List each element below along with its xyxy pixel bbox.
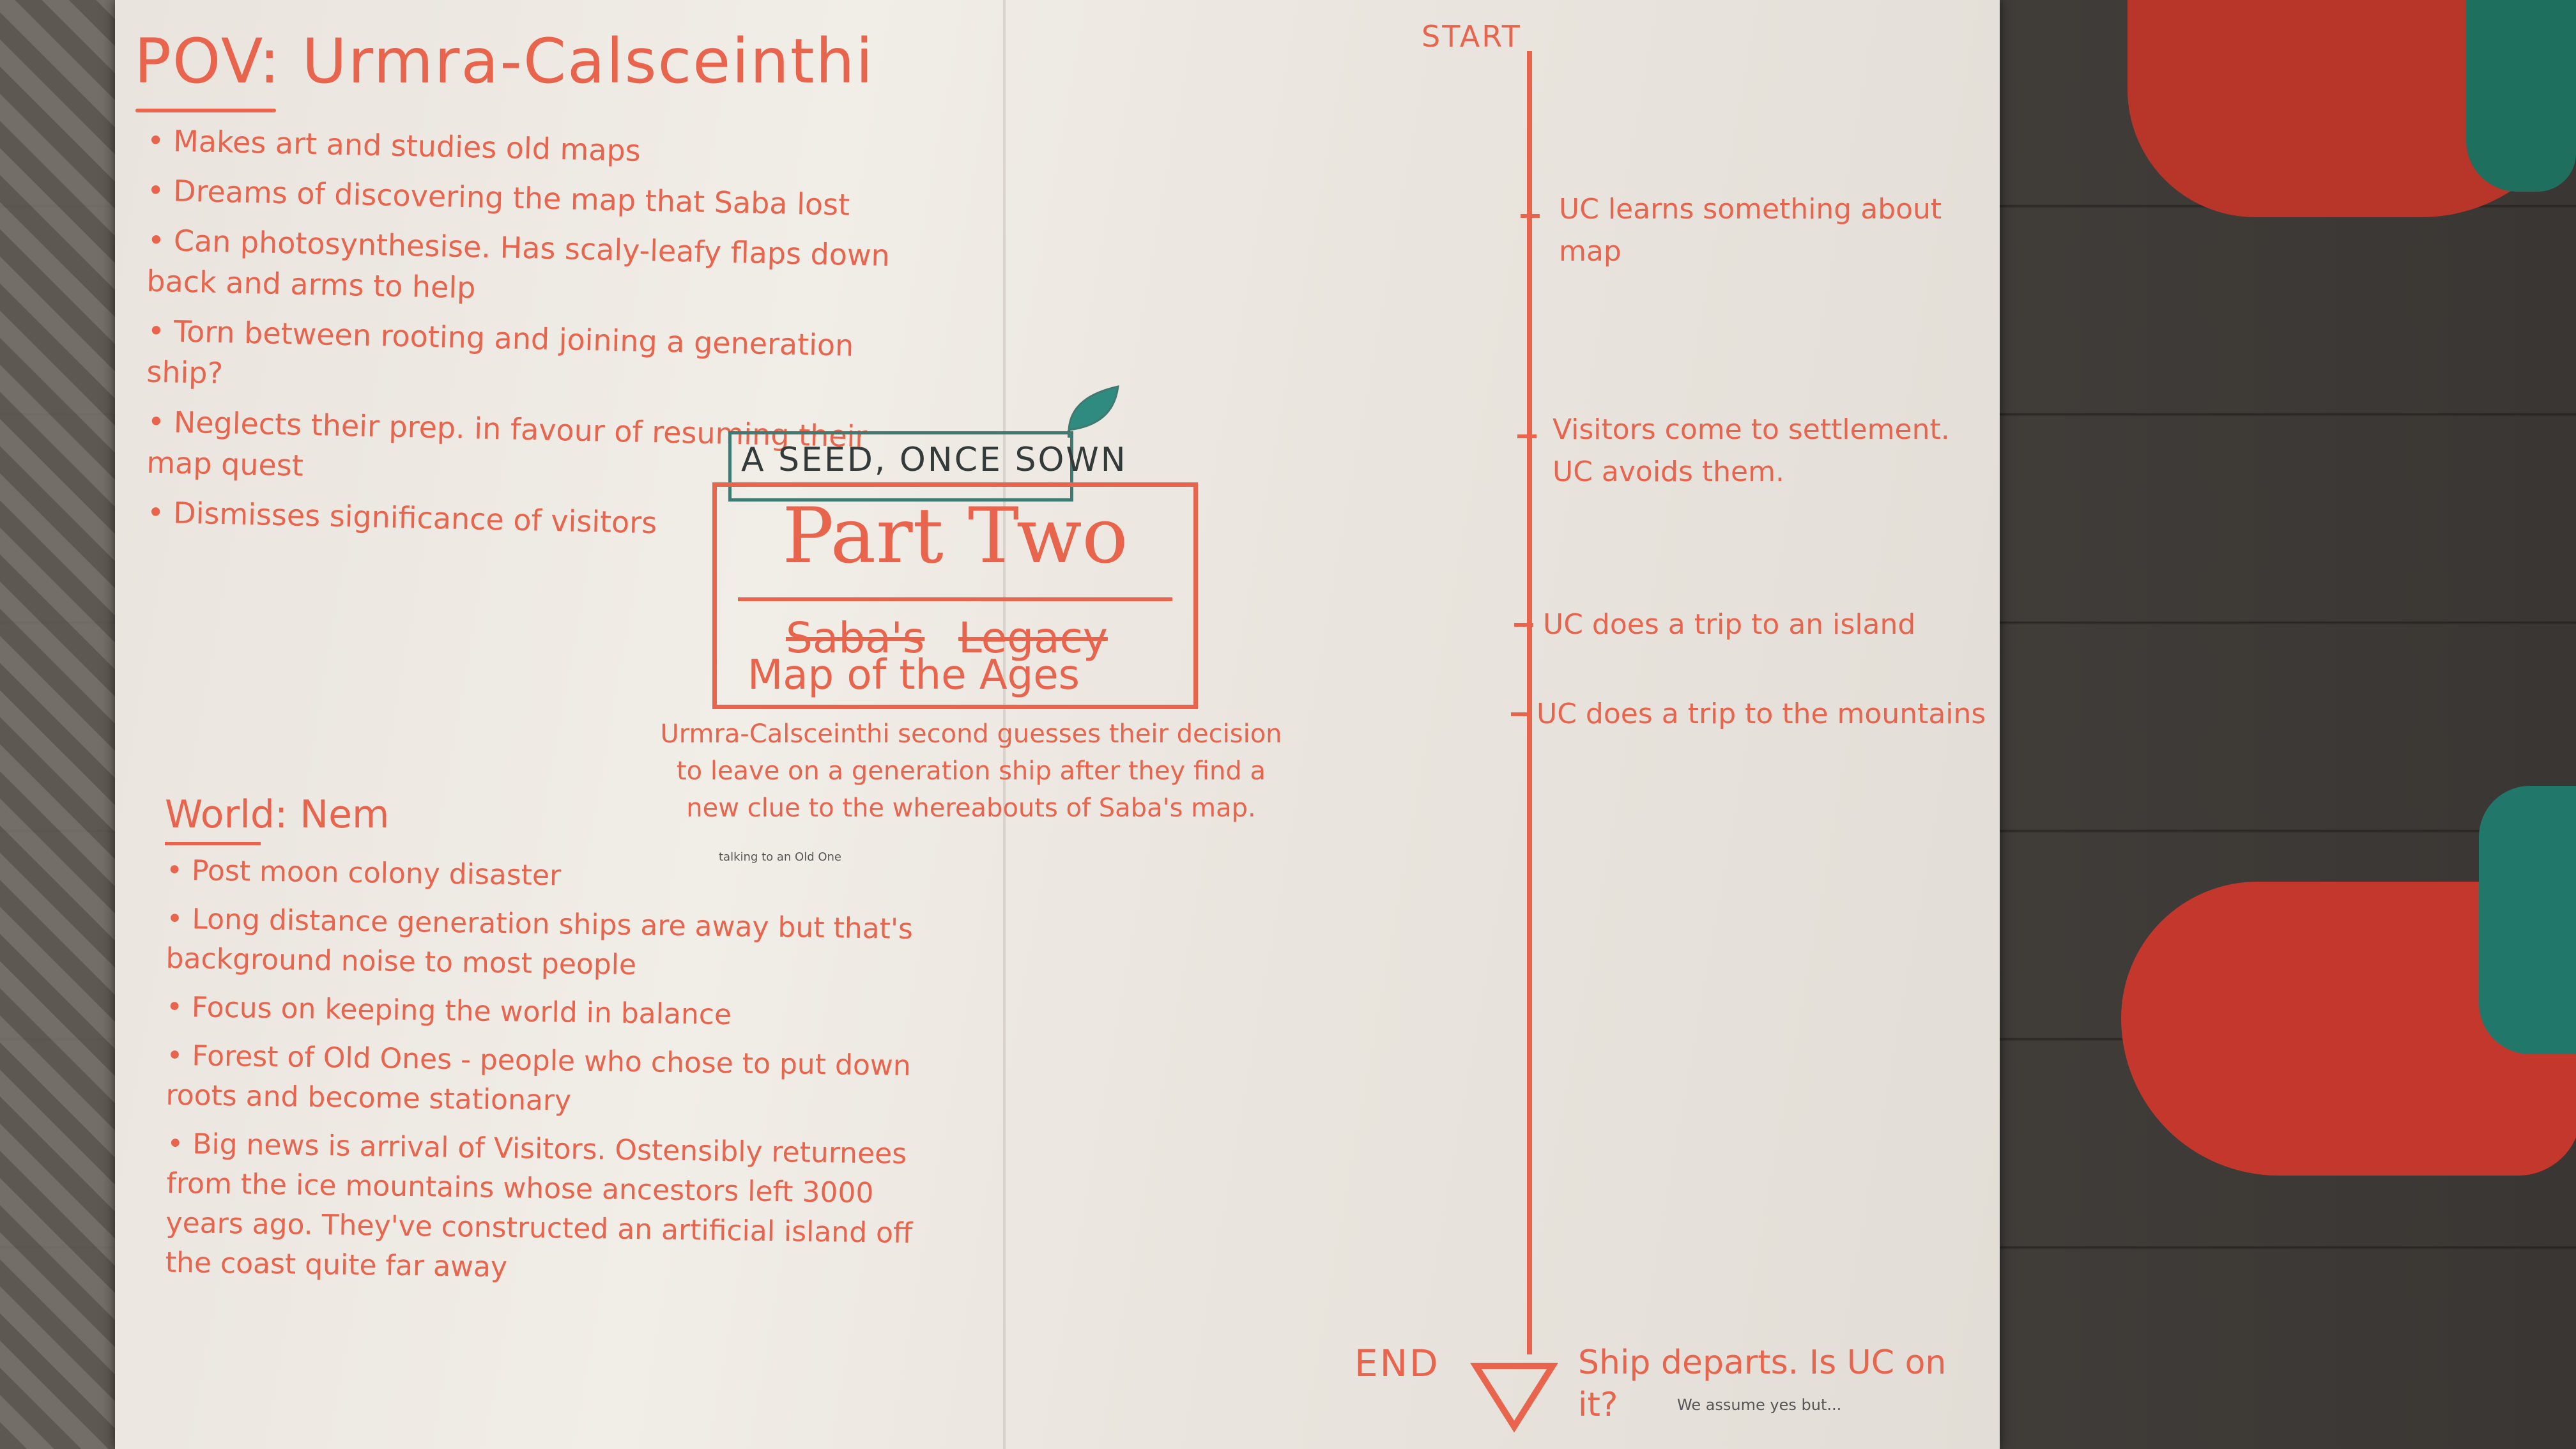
timeline-tick	[1517, 434, 1537, 438]
world-underline	[165, 842, 261, 845]
world-title: World: Nem	[165, 792, 390, 837]
timeline-tick	[1514, 623, 1533, 627]
pov-note: •Makes art and studies old maps	[146, 123, 641, 168]
slipper-bottom-lining	[2479, 786, 2576, 1054]
timeline-end-label: END	[1354, 1342, 1440, 1385]
world-notes: • Post moon colony disaster • Long dista…	[165, 854, 920, 1297]
part-caption: Urmra-Calsceinthi second guesses their d…	[660, 719, 1282, 823]
part-box	[712, 482, 1198, 709]
timeline-event: UC does a trip to the mountains	[1537, 698, 1986, 730]
timeline-event: Visitors come to settlement. UC avoids t…	[1552, 413, 1950, 488]
timeline-start-label: START	[1422, 19, 1522, 54]
slipper-top-lining	[2466, 0, 2576, 192]
leaf-icon	[1068, 385, 1119, 438]
world-note: • Focus on keeping the world in balance	[165, 990, 732, 1032]
timeline-event: UC learns something about map	[1559, 193, 1942, 268]
timeline-event: UC does a trip to an island	[1543, 608, 1916, 641]
struck-title-1: Saba's	[786, 613, 925, 663]
pov-title: POV: Urmra-Calsceinthi	[134, 26, 875, 97]
pov-underline	[135, 109, 276, 112]
world-note: • Forest of Old Ones - people who chose …	[165, 1039, 912, 1117]
paper-sheet	[115, 0, 2000, 1449]
pov-note: •Dreams of discovering the map that Saba…	[146, 172, 850, 222]
timeline-line	[1527, 51, 1532, 1354]
timeline-final-note: We assume yes but...	[1677, 1396, 1842, 1414]
part-subtitle: Map of the Ages	[747, 652, 1080, 699]
timeline-tick	[1521, 214, 1540, 218]
timeline-final-event: Ship departs. Is UC on it?	[1578, 1344, 1947, 1424]
banner-text: A SEED, ONCE SOWN	[741, 441, 1128, 479]
part-heading: Part Two	[782, 492, 1128, 581]
pov-note: •Can photosynthesise. Has scaly-leafy fl…	[146, 222, 891, 305]
struck-title-2: Legacy	[958, 613, 1108, 663]
title-banner	[728, 431, 1073, 502]
world-note: • Big news is arrival of Visitors. Osten…	[165, 1127, 913, 1284]
arrow-down-icon	[1469, 1363, 1559, 1433]
world-note: • Long distance generation ships are awa…	[165, 902, 914, 982]
pencil-note: talking to an Old One	[719, 850, 841, 864]
timeline-tick	[1511, 712, 1530, 716]
paper-fold	[1003, 0, 1006, 1449]
pov-note: •Torn between rooting and joining a gene…	[146, 313, 854, 391]
part-divider	[738, 597, 1172, 601]
